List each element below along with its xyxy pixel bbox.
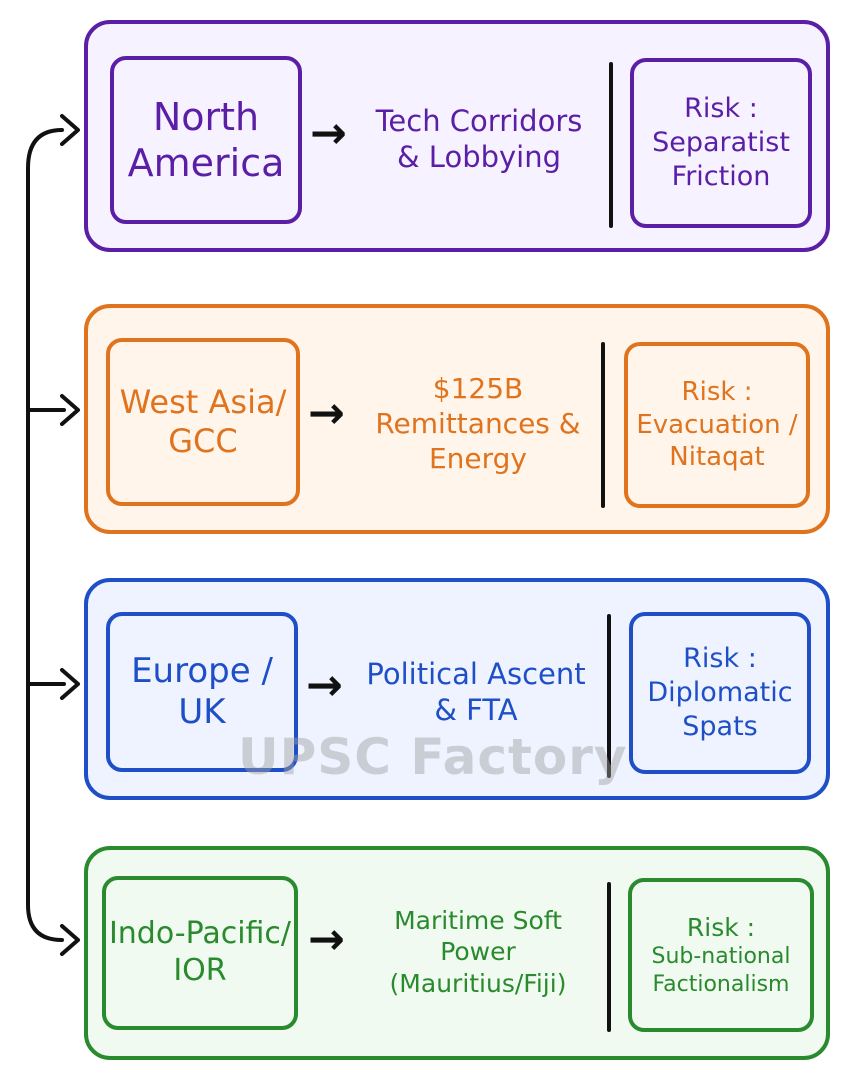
risk-box: Risk : Sub-national Factionalism: [628, 878, 814, 1032]
description-label: Political Ascent & FTA: [366, 656, 586, 727]
divider: [601, 342, 605, 508]
risk-label: Risk :: [681, 377, 753, 408]
risk-value: Sub-national Factionalism: [651, 944, 791, 997]
description-label: Tech Corridors & Lobbying: [375, 103, 583, 174]
risk-value: Diplomatic Spats: [647, 677, 793, 742]
region-box: West Asia/ GCC: [106, 338, 300, 506]
row-indo-pacific-ior: Indo-Pacific/ IOR → Maritime Soft Power …: [84, 846, 830, 1060]
region-box: Europe / UK: [106, 612, 298, 772]
description-label: Maritime Soft Power (Mauritius/Fiji): [389, 906, 567, 998]
watermark: UPSC Factory: [238, 728, 628, 786]
risk-value: Evacuation / Nitaqat: [636, 409, 798, 473]
risk-label: Risk :: [684, 93, 758, 125]
branch-arrowhead: [60, 668, 80, 700]
branch-arrowhead: [60, 924, 80, 956]
region-label: Europe / UK: [131, 650, 273, 732]
risk-box: Risk : Evacuation / Nitaqat: [624, 342, 810, 508]
description-box: Maritime Soft Power (Mauritius/Fiji): [356, 872, 600, 1032]
description-label: $125B Remittances & Energy: [375, 371, 581, 475]
region-box: North America: [110, 56, 302, 224]
divider: [607, 882, 611, 1032]
right-arrow-icon: →: [310, 108, 347, 159]
row-europe-uk: Europe / UK → Political Ascent & FTA Ris…: [84, 578, 830, 800]
description-box: Political Ascent & FTA: [358, 622, 594, 762]
risk-box: Risk : Diplomatic Spats: [629, 612, 811, 774]
right-arrow-icon: →: [308, 388, 345, 439]
branch-arrowhead: [60, 114, 80, 146]
row-west-asia-gcc: West Asia/ GCC → $125B Remittances & Ene…: [84, 304, 830, 534]
region-label: North America: [127, 94, 285, 185]
description-box: Tech Corridors & Lobbying: [358, 64, 600, 214]
description-box: $125B Remittances & Energy: [356, 338, 600, 508]
region-label: West Asia/ GCC: [119, 382, 287, 460]
row-north-america: North America → Tech Corridors & Lobbyin…: [84, 20, 830, 252]
region-label: Indo-Pacific/ IOR: [108, 916, 292, 988]
divider: [607, 614, 611, 778]
risk-label: Risk :: [683, 643, 757, 675]
risk-value: Separatist Friction: [652, 127, 790, 192]
risk-box: Risk : Separatist Friction: [630, 58, 812, 228]
right-arrow-icon: →: [308, 914, 345, 965]
right-arrow-icon: →: [306, 660, 343, 711]
region-box: Indo-Pacific/ IOR: [102, 876, 298, 1030]
branch-arrowhead: [60, 394, 80, 426]
divider: [609, 62, 613, 228]
risk-label: Risk :: [686, 912, 756, 942]
